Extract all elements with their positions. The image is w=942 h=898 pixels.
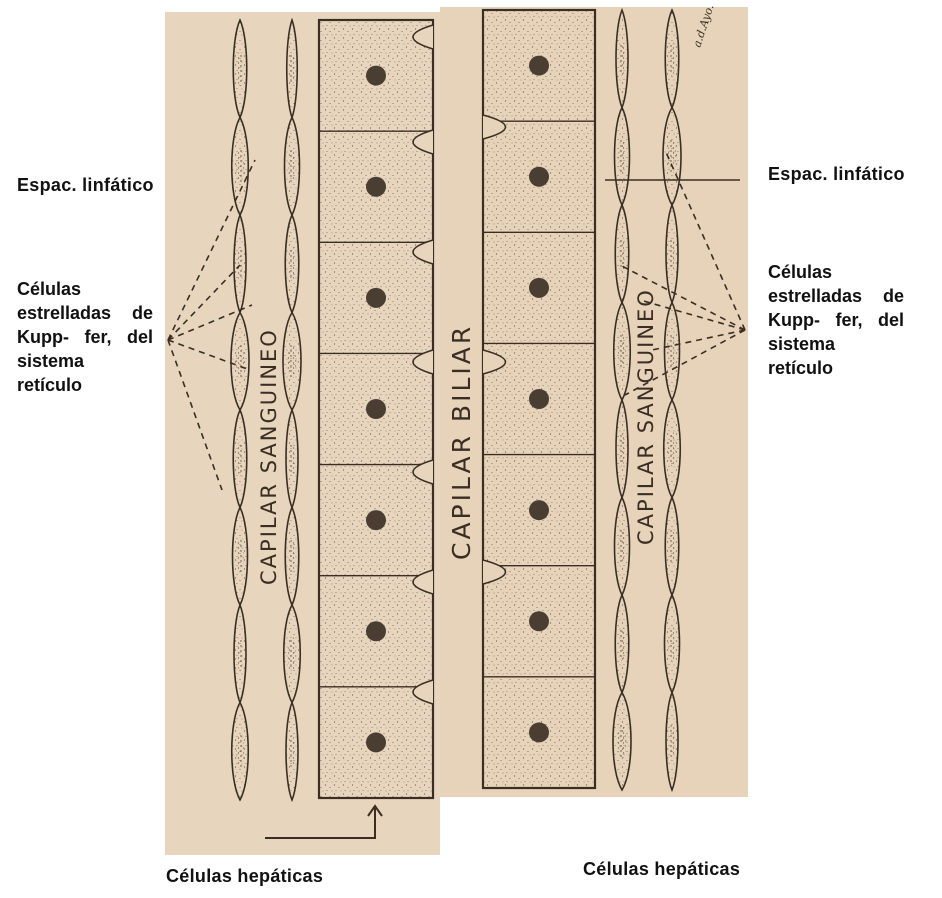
kupffer-cell-nucleus [236, 344, 244, 379]
kupffer-cell-nucleus [618, 334, 626, 369]
kupffer-cell-nucleus [669, 724, 675, 759]
kupffer-cell-nucleus [236, 734, 244, 769]
kupffer-cell-nucleus [237, 539, 244, 574]
kupffer-cell-nucleus [289, 441, 295, 476]
lymph-space-label-left: Espac. linfático [17, 173, 154, 197]
kupffer-cell-nucleus [619, 139, 626, 174]
kupffer-cell-nucleus [288, 636, 296, 671]
kupffer-cell-nucleus [669, 41, 675, 76]
kupffer-cell-nucleus [619, 626, 625, 661]
kupffer-cell-nucleus [668, 139, 676, 174]
cell-nucleus [366, 288, 386, 308]
kupffer-cell-nucleus [288, 344, 296, 379]
kupffer-cell-nucleus [237, 441, 243, 476]
kupffer-cell-nucleus [619, 236, 625, 271]
kupffer-cell-nucleus [618, 724, 626, 759]
kupffer-cell-nucleus [669, 626, 676, 661]
kupffer-cell-nucleus [289, 734, 295, 769]
kupffer-cell-nucleus [669, 334, 676, 369]
kupffer-cells-label-left: Células estrelladas de Kupp- fer, del si… [17, 277, 153, 410]
cell-nucleus [529, 278, 549, 298]
lymph-space-label-right: Espac. linfático [768, 162, 905, 186]
cell-nucleus [366, 66, 386, 86]
kupffer-cell-nucleus [668, 431, 676, 466]
kupffer-cell-nucleus [236, 149, 244, 184]
kupffer-cell-nucleus [237, 636, 243, 671]
kupffer-cell-nucleus [289, 246, 295, 281]
kupffer-cell-nucleus [669, 236, 675, 271]
kupffer-cell-nucleus [290, 51, 295, 86]
cell-nucleus [366, 399, 386, 419]
capillary-blood-left-label: CAPILAR SANGUINEO [257, 328, 281, 585]
cell-nucleus [366, 732, 386, 752]
cell-nucleus [529, 167, 549, 187]
kupffer-cell-nucleus [289, 539, 295, 574]
cell-nucleus [366, 621, 386, 641]
capillary-blood-right-label: CAPILAR SANGUINEO [634, 288, 658, 545]
kupffer-cell-nucleus [619, 431, 625, 466]
cell-nucleus [366, 510, 386, 530]
cell-nucleus [366, 177, 386, 197]
cell-nucleus [529, 56, 549, 76]
cell-nucleus [529, 722, 549, 742]
kupffer-cell-nucleus [289, 149, 296, 184]
cell-nucleus [529, 500, 549, 520]
kupffer-cells-label-right: Células estrelladas de Kupp- fer, del si… [768, 260, 904, 393]
kupffer-cell-nucleus [619, 41, 625, 76]
cell-nucleus [529, 389, 549, 409]
hepatic-cells-label-right: Células hepáticas [583, 857, 740, 881]
kupffer-cell-nucleus [237, 51, 243, 86]
kupffer-cell-nucleus [237, 246, 243, 281]
capillary-bile-label: CAPILAR BILIAR [447, 324, 476, 560]
kupffer-cell-nucleus [619, 529, 626, 564]
cell-nucleus [529, 611, 549, 631]
kupffer-cell-nucleus [669, 529, 675, 564]
hepatic-cells-label-left: Células hepáticas [166, 864, 323, 888]
